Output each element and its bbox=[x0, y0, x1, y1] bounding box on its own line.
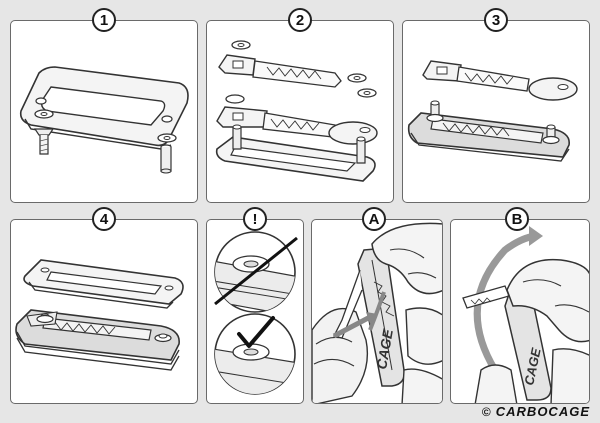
svg-text:CAGE: CAGE bbox=[373, 327, 396, 370]
step-1-illustration bbox=[19, 66, 189, 174]
step-3-badge: 3 bbox=[484, 8, 508, 32]
step-a-illustration: CAGE bbox=[312, 222, 442, 403]
step-2-panel bbox=[206, 20, 394, 203]
step-3-illustration bbox=[407, 60, 578, 162]
step-a-badge: A bbox=[362, 207, 386, 231]
step-4-panel bbox=[10, 219, 198, 404]
step-4-badge: 4 bbox=[92, 207, 116, 231]
step-b-illustration: CAGE bbox=[462, 226, 589, 403]
step-b-badge: B bbox=[505, 207, 529, 231]
step-1-panel bbox=[10, 20, 198, 203]
warning-panel bbox=[206, 219, 304, 404]
step-2-badge: 2 bbox=[288, 8, 312, 32]
step-4-illustration bbox=[15, 259, 184, 371]
checkmark-icon bbox=[237, 316, 275, 348]
step-2-illustration bbox=[215, 40, 378, 182]
copyright-symbol: © bbox=[481, 405, 492, 419]
step-3-panel bbox=[402, 20, 590, 203]
warning-badge: ! bbox=[243, 207, 267, 231]
brand-logo: ©CARBOCAGE bbox=[482, 404, 590, 419]
brand-name: CARBOCAGE bbox=[495, 404, 590, 419]
step-1-badge: 1 bbox=[92, 8, 116, 32]
step-b-panel: CAGE bbox=[450, 219, 590, 404]
warning-illustration bbox=[214, 231, 298, 395]
step-a-panel: CAGE bbox=[311, 219, 443, 404]
